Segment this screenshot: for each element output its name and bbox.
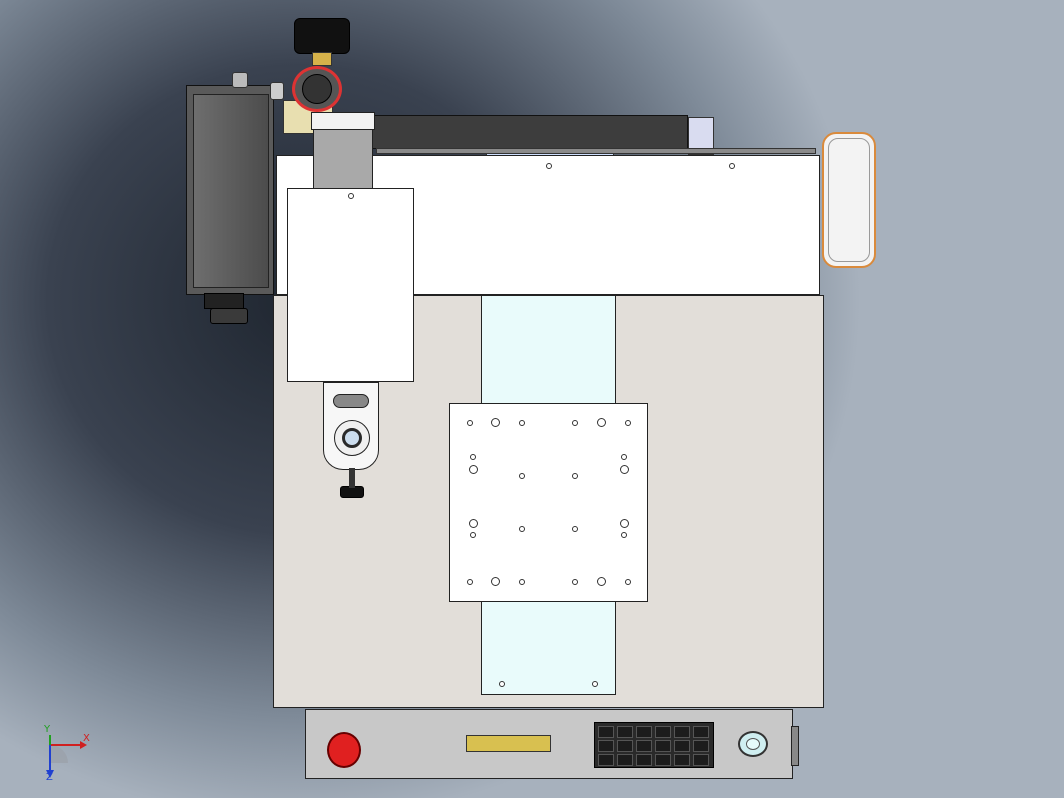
- keypad-key[interactable]: [693, 754, 709, 766]
- keypad-key[interactable]: [636, 726, 652, 738]
- head-bolt-hole: [348, 193, 354, 199]
- triad-x-label: X: [83, 733, 90, 744]
- plate-hole: [470, 454, 476, 460]
- track-bolt-hole: [592, 681, 598, 687]
- keypad-key[interactable]: [598, 754, 614, 766]
- keypad-key[interactable]: [636, 754, 652, 766]
- thumbscrew-stem: [349, 468, 355, 488]
- z-clamp[interactable]: [311, 112, 375, 130]
- triad-y-label: Y: [44, 724, 51, 735]
- keypad-key[interactable]: [617, 726, 633, 738]
- beam-bolt-hole: [546, 163, 552, 169]
- motor-fitting: [232, 72, 248, 88]
- plate-hole: [572, 579, 578, 585]
- plate-hole: [467, 420, 473, 426]
- valve-port: [302, 74, 332, 104]
- plate-hole: [519, 579, 525, 585]
- keypad-key[interactable]: [674, 726, 690, 738]
- gantry-back-rail: [372, 115, 688, 149]
- adjustment-knob-grip[interactable]: [210, 308, 248, 324]
- triad-axes-icon: [46, 735, 87, 778]
- plate-hole: [625, 420, 631, 426]
- keypad-key[interactable]: [693, 726, 709, 738]
- x-axis-motor-housing: [186, 85, 274, 295]
- keypad-key[interactable]: [617, 754, 633, 766]
- plate-hole: [469, 465, 478, 474]
- view-triad: X Y Z: [40, 724, 100, 785]
- gauge-neck: [312, 52, 332, 66]
- needle-nozzle: [334, 420, 370, 456]
- beam-bolt-hole: [729, 163, 735, 169]
- start-button[interactable]: [738, 731, 768, 757]
- track-bolt-hole: [499, 681, 505, 687]
- plate-hole: [620, 465, 629, 474]
- plate-hole: [572, 526, 578, 532]
- keypad-key[interactable]: [693, 740, 709, 752]
- plate-hole: [621, 454, 627, 460]
- keypad-key[interactable]: [598, 740, 614, 752]
- plate-hole: [491, 577, 500, 586]
- keypad-key[interactable]: [674, 740, 690, 752]
- lcd-display: [466, 735, 551, 752]
- plate-hole: [467, 579, 473, 585]
- keypad-key[interactable]: [655, 754, 671, 766]
- needle-holder-slot: [333, 394, 369, 408]
- plate-hole: [597, 577, 606, 586]
- plate-hole: [597, 418, 606, 427]
- triad-z-label: Z: [46, 772, 53, 783]
- pressure-gauge: [294, 18, 350, 54]
- adjustment-knob[interactable]: [204, 293, 244, 309]
- plate-hole: [572, 473, 578, 479]
- keypad-key[interactable]: [655, 726, 671, 738]
- cable-carrier: [822, 132, 876, 268]
- z-head-body: [287, 188, 414, 382]
- keypad-key[interactable]: [617, 740, 633, 752]
- work-plate: [449, 403, 648, 602]
- plate-hole: [470, 532, 476, 538]
- plate-hole: [469, 519, 478, 528]
- keypad-key[interactable]: [636, 740, 652, 752]
- emergency-stop-button[interactable]: [327, 732, 361, 768]
- plate-hole: [620, 519, 629, 528]
- keypad-key[interactable]: [598, 726, 614, 738]
- keypad: [594, 722, 714, 768]
- plate-hole: [621, 532, 627, 538]
- panel-connector: [791, 726, 799, 766]
- keypad-key[interactable]: [655, 740, 671, 752]
- plate-hole: [491, 418, 500, 427]
- motor-fitting: [270, 82, 284, 100]
- gantry-rail-strip: [376, 148, 816, 154]
- plate-hole: [519, 526, 525, 532]
- plate-hole: [572, 420, 578, 426]
- keypad-key[interactable]: [674, 754, 690, 766]
- plate-hole: [519, 420, 525, 426]
- plate-hole: [625, 579, 631, 585]
- plate-hole: [519, 473, 525, 479]
